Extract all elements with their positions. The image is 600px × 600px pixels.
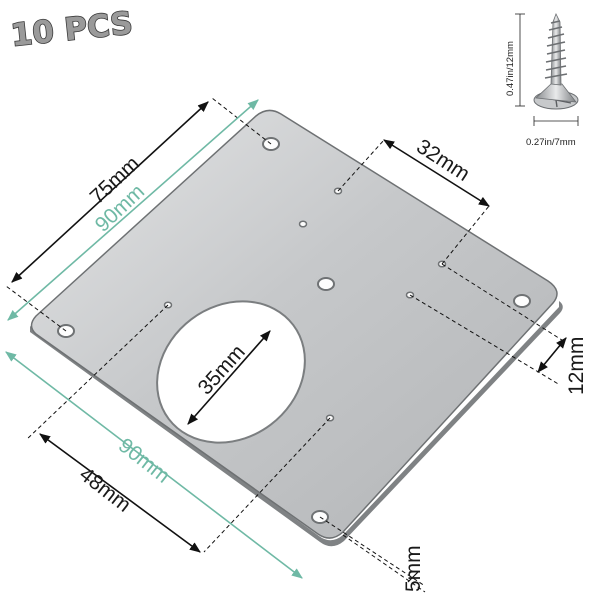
dimension-12mm-label: 12mm [565,337,588,395]
small-hole [298,220,308,228]
dimension-32mm-label: 32mm [412,135,473,186]
screw-icon [533,13,579,110]
corner-hole-right [513,294,531,308]
dimension-90mm-bottom-label: 90mm [114,434,174,488]
middle-hole [317,277,335,291]
dimension-12mm: 12mm [537,337,588,395]
screw-length-label: 0.47in/12mm [505,41,516,96]
quantity-badge-text: 10 PCS [9,5,134,54]
screw-diameter-label: 0.27in/7mm [526,137,576,148]
screw-illustration: 0.47in/12mm 0.27in/7mm [505,13,579,148]
quantity-badge: 10 PCS [8,5,135,55]
dimension-5mm-label: 5mm [402,545,425,592]
dimension-5mm: 5mm [402,545,425,592]
dimension-48mm-label: 48mm [75,463,135,517]
